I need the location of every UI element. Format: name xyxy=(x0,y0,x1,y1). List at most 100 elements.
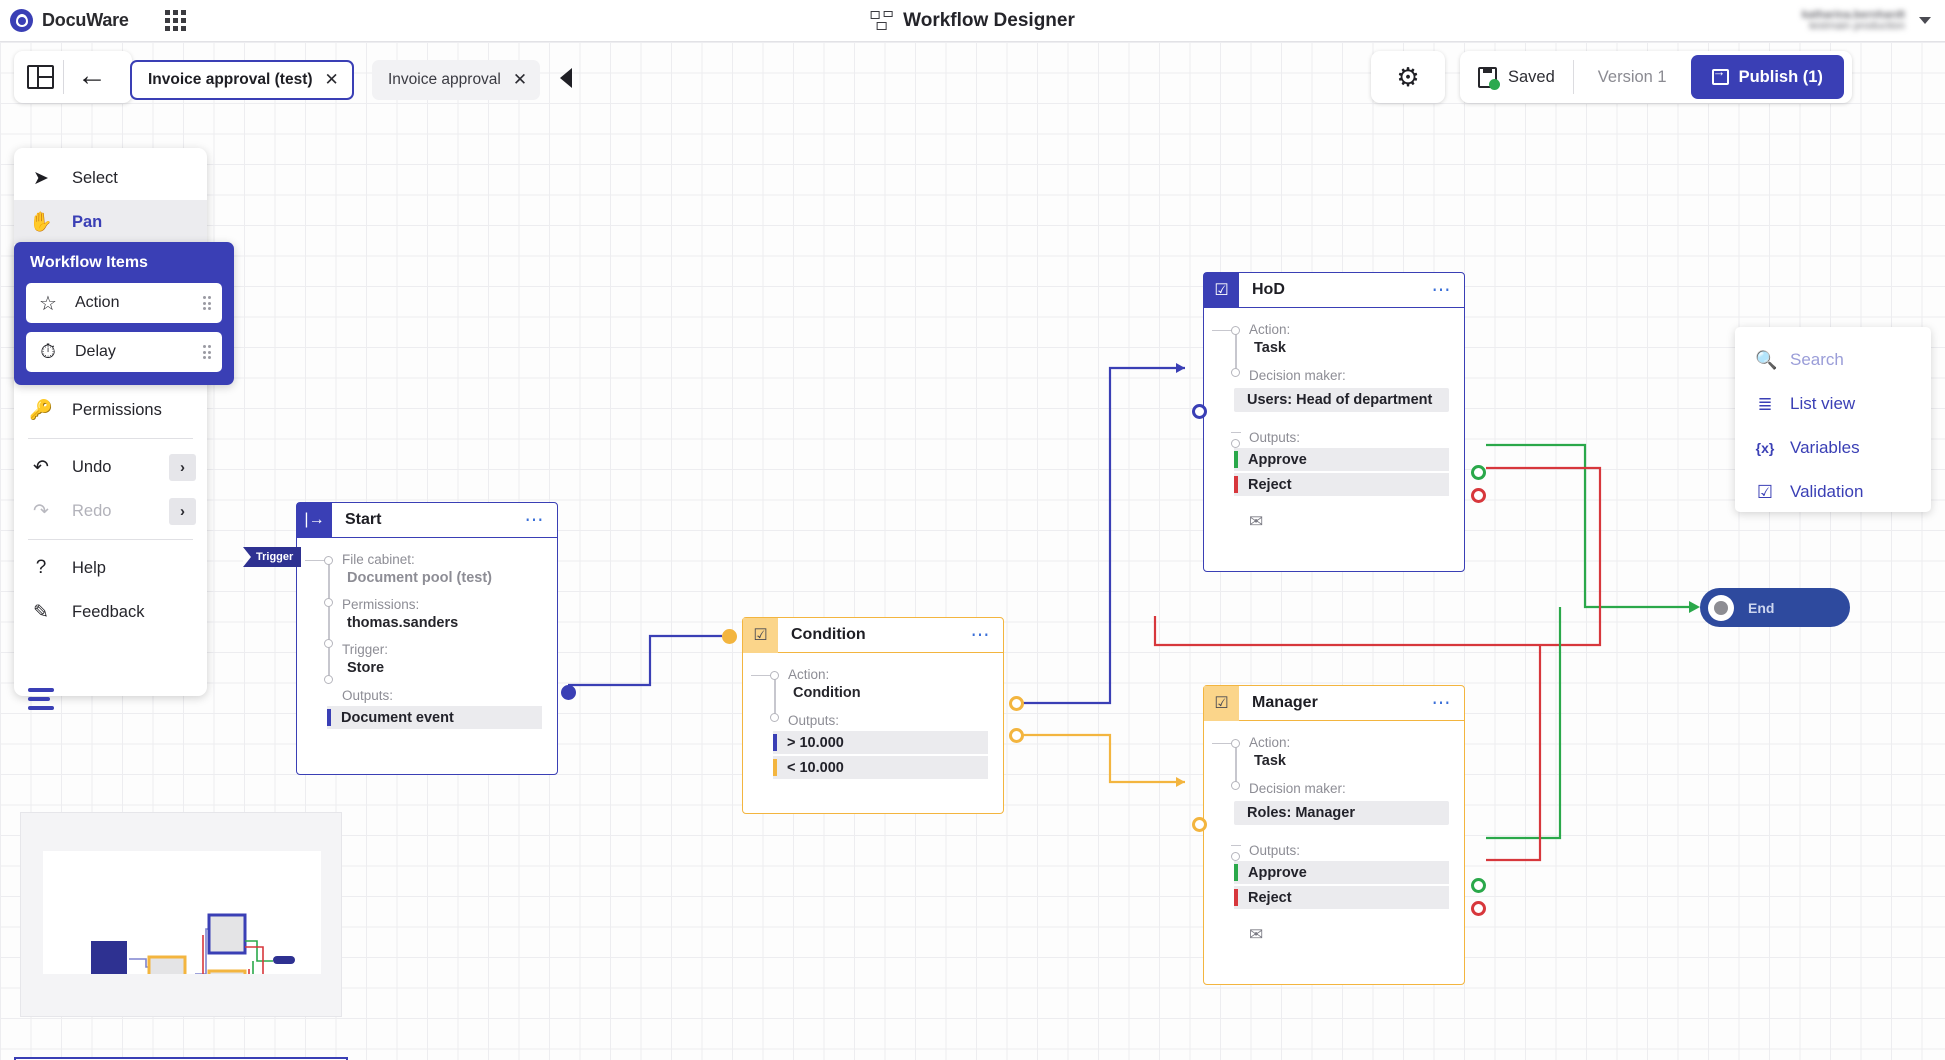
node-start[interactable]: |→ Start ⋯ File cabinet: Document pool (… xyxy=(296,502,558,775)
chevron-right-icon[interactable]: › xyxy=(169,497,196,525)
menu-item-label: Redo xyxy=(72,501,112,520)
output-color-bar xyxy=(327,709,331,726)
node-condition-body: Action: Condition Outputs: > 10.000 < 10… xyxy=(743,653,1003,793)
node-condition-header[interactable]: ☑ Condition ⋯ xyxy=(743,617,1003,653)
workflow-items-panel[interactable]: Workflow Items ☆ Action ⏱ Delay xyxy=(14,242,234,385)
canvas-tools-menu[interactable]: 🔍 Search ≣ List view {x} Variables ☑ Val… xyxy=(1735,327,1931,512)
output-row[interactable]: > 10.000 xyxy=(773,731,988,754)
settings-button[interactable]: ⚙ xyxy=(1371,51,1445,103)
menu-item-help[interactable]: ? Help xyxy=(14,546,207,590)
port-manager-output-reject[interactable] xyxy=(1471,901,1486,916)
port-hod-input[interactable] xyxy=(1192,404,1207,419)
menu-item-redo[interactable]: ↷ Redo › xyxy=(14,489,207,533)
close-icon[interactable]: ✕ xyxy=(512,70,528,89)
port-condition-output-lt[interactable] xyxy=(1009,728,1024,743)
port-condition-input[interactable] xyxy=(722,629,737,644)
layout-panel-icon[interactable] xyxy=(27,65,54,89)
output-color-bar xyxy=(1234,864,1238,881)
collapse-left-icon[interactable] xyxy=(560,68,572,88)
output-label: Approve xyxy=(1248,864,1307,881)
left-tool-menu[interactable]: ➤ Select ✋ Pan ✓≡ Task list 🔑 Permission… xyxy=(14,148,207,696)
validation-icon: ☑ xyxy=(1756,481,1774,502)
port-condition-output-gt[interactable] xyxy=(1009,696,1024,711)
menu-lines-icon[interactable] xyxy=(28,688,54,710)
drag-handle-icon[interactable] xyxy=(202,296,211,310)
menu-item-list-view[interactable]: ≣ List view xyxy=(1735,382,1931,426)
output-row[interactable]: Reject xyxy=(1234,886,1449,909)
field-value: thomas.sanders xyxy=(347,615,459,631)
workflow-item-delay[interactable]: ⏱ Delay xyxy=(26,332,222,372)
node-start-header[interactable]: |→ Start ⋯ xyxy=(297,502,557,538)
menu-item-undo[interactable]: ↶ Undo › xyxy=(14,445,207,489)
zoom-control-bar[interactable]: − + 75% xyxy=(14,1057,348,1060)
menu-item-variables[interactable]: {x} Variables xyxy=(1735,426,1931,470)
menu-item-feedback[interactable]: ✎ Feedback xyxy=(14,590,207,634)
output-row[interactable]: Document event xyxy=(327,706,542,729)
cursor-arrow-icon: ➤ xyxy=(33,167,49,189)
menu-item-permissions[interactable]: 🔑 Permissions xyxy=(14,388,207,432)
node-hod[interactable]: ☑ HoD ⋯ Action: Task Decision maker: Use… xyxy=(1203,272,1465,572)
close-icon[interactable]: ✕ xyxy=(324,70,339,89)
port-manager-output-approve[interactable] xyxy=(1471,878,1486,893)
more-options-icon[interactable]: ⋯ xyxy=(1431,279,1452,301)
menu-item-pan[interactable]: ✋ Pan xyxy=(14,200,207,244)
node-condition[interactable]: ☑ Condition ⋯ Action: Condition Outputs:… xyxy=(742,617,1004,814)
output-row[interactable]: < 10.000 xyxy=(773,756,988,779)
field-value: Task xyxy=(1254,340,1286,356)
menu-item-validation[interactable]: ☑ Validation xyxy=(1735,470,1931,514)
node-hod-header[interactable]: ☑ HoD ⋯ xyxy=(1204,272,1464,308)
field-label: Action: xyxy=(1249,735,1291,750)
port-manager-input[interactable] xyxy=(1192,817,1207,832)
minimap[interactable] xyxy=(20,812,342,1017)
node-end[interactable]: End xyxy=(1700,588,1850,627)
output-label: Document event xyxy=(341,709,454,726)
more-options-icon[interactable]: ⋯ xyxy=(524,509,545,531)
drag-handle-icon[interactable] xyxy=(202,345,211,359)
minimap-viewport xyxy=(43,851,321,1011)
field-value: Document pool (test) xyxy=(347,570,492,586)
port-hod-output-approve[interactable] xyxy=(1471,465,1486,480)
node-hod-body: Action: Task Decision maker: Users: Head… xyxy=(1204,308,1464,546)
output-label: Reject xyxy=(1248,889,1292,906)
decision-value[interactable]: Roles: Manager xyxy=(1234,801,1449,825)
output-row[interactable]: Reject xyxy=(1234,473,1449,496)
tab-invoice-approval[interactable]: Invoice approval ✕ xyxy=(372,60,541,100)
outputs-label: Outputs: xyxy=(1249,843,1301,858)
output-row[interactable]: Approve xyxy=(1234,861,1449,884)
star-icon: ☆ xyxy=(39,292,57,315)
port-start-output[interactable] xyxy=(561,685,576,700)
end-circle-icon xyxy=(1708,594,1734,621)
top-bar: DocuWare Workflow Designer katharina.ber… xyxy=(0,0,1945,42)
workflow-designer-icon xyxy=(870,11,893,30)
chevron-right-icon[interactable]: › xyxy=(169,453,196,481)
page-title: Workflow Designer xyxy=(870,10,1075,32)
apps-grid-icon[interactable] xyxy=(164,10,186,31)
brand[interactable]: DocuWare xyxy=(10,9,129,32)
node-manager[interactable]: ☑ Manager ⋯ Action: Task Decision maker:… xyxy=(1203,685,1465,985)
trigger-tag: Trigger xyxy=(243,547,302,567)
menu-item-select[interactable]: ➤ Select xyxy=(14,156,207,200)
panel-toggle-group[interactable]: ← xyxy=(14,51,132,103)
decision-label: Decision maker: xyxy=(1249,781,1346,796)
output-row[interactable]: Approve xyxy=(1234,448,1449,471)
output-color-bar xyxy=(1234,476,1238,493)
menu-item-search[interactable]: 🔍 Search xyxy=(1735,338,1931,382)
publish-button[interactable]: Publish (1) xyxy=(1690,55,1844,99)
user-info: katharina.bernhardt testmain production xyxy=(1802,10,1905,32)
workflow-item-action[interactable]: ☆ Action xyxy=(26,283,222,323)
port-hod-output-reject[interactable] xyxy=(1471,488,1486,503)
output-color-bar xyxy=(773,734,777,751)
outputs-label: Outputs: xyxy=(788,713,840,728)
node-manager-header[interactable]: ☑ Manager ⋯ xyxy=(1204,685,1464,721)
workflow-canvas[interactable]: |→ Start ⋯ File cabinet: Document pool (… xyxy=(0,42,1945,1060)
tab-label: Invoice approval (test) xyxy=(148,71,313,88)
menu-item-label: Permissions xyxy=(72,400,162,419)
back-arrow-icon[interactable]: ← xyxy=(77,58,107,92)
tab-invoice-approval-test[interactable]: Invoice approval (test) ✕ xyxy=(130,60,354,100)
user-area[interactable]: katharina.bernhardt testmain production xyxy=(1802,10,1931,32)
more-options-icon[interactable]: ⋯ xyxy=(970,624,991,646)
more-options-icon[interactable]: ⋯ xyxy=(1431,692,1452,714)
chevron-down-icon[interactable] xyxy=(1919,17,1931,24)
decision-value[interactable]: Users: Head of department xyxy=(1234,388,1449,412)
checkbox-icon: ☑ xyxy=(1204,272,1239,308)
